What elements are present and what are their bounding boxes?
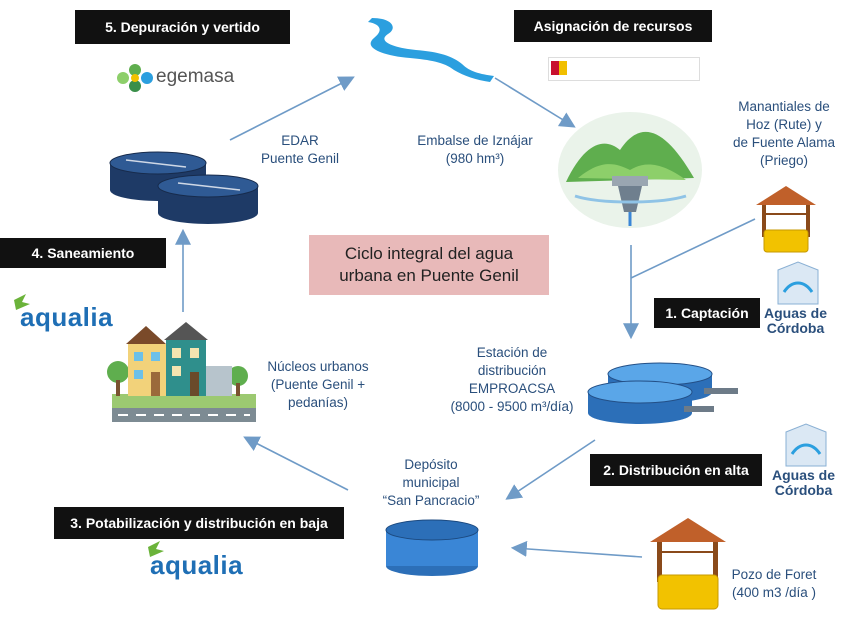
aguas-de-cordoba-emblem-icon-1 (777, 261, 819, 305)
aguas-de-cordoba-logo-text-1: Aguas de Córdoba (764, 306, 827, 336)
step-4-label: 4. Saneamiento (0, 238, 166, 268)
manantiales-label-line-4: (Priego) (759, 153, 808, 168)
edar-label-line-2: Puente Genil (260, 151, 340, 166)
embalse-label: Embalse de Iznájar (980 hm³) (400, 132, 550, 168)
arrow-estacion-to-deposito (505, 439, 596, 500)
diagram-title: Ciclo integral del agua urbana en Puente… (309, 235, 549, 295)
nucleos-label-line-2: (Puente Genil + (270, 377, 366, 392)
step-3-label: 3. Potabilización y distribución en baja (54, 507, 344, 539)
aqualia-arrow-icon-2 (148, 541, 164, 557)
arrow-river-to-embalse (494, 77, 576, 128)
resource-allocation-label: Asignación de recursos (514, 10, 712, 42)
egemasa-logo-icon (117, 64, 153, 92)
aqualia-arrow-icon-1 (14, 294, 30, 310)
nucleos-label-line-3: pedanías) (287, 395, 349, 410)
distribution-station-tanks-icon (587, 362, 738, 424)
deposito-label-line-2: municipal (402, 475, 460, 490)
aguas-line-1: Aguas de (764, 305, 828, 321)
step-5-label: 5. Depuración y vertido (75, 10, 290, 44)
nucleos-label-line-1: Núcleos urbanos (267, 359, 369, 374)
edar-label: EDAR Puente Genil (250, 132, 350, 168)
embalse-label-line-1: Embalse de Iznájar (417, 133, 533, 148)
aguas-line-2: Córdoba (766, 320, 825, 336)
arrow-pozo-to-deposito (510, 540, 643, 558)
egemasa-logo-text: egemasa (156, 66, 235, 87)
estacion-label-line-1: Estación de (476, 345, 548, 360)
step-1-label: 1. Captación (654, 298, 760, 328)
pozo-label: Pozo de Foret (400 m3 /día ) (718, 566, 830, 602)
reservoir-dam-icon (558, 112, 702, 228)
edar-tanks-icon (109, 151, 259, 224)
pozo-label-line-2: (400 m3 /día ) (731, 585, 817, 600)
title-line-1: Ciclo integral del agua (344, 244, 514, 263)
manantiales-well-icon (756, 186, 816, 253)
estacion-label-line-4: (8000 - 9500 m³/día) (450, 399, 574, 414)
manantiales-label-line-1: Manantiales de (738, 99, 830, 114)
municipal-deposit-tank-icon (385, 519, 479, 576)
line-manantiales-to-captacion (630, 218, 756, 279)
aguas-de-cordoba-logo-text-2: Aguas de Córdoba (772, 468, 835, 498)
estacion-label: Estación de distribución EMPROACSA (8000… (432, 344, 592, 416)
ministry-logo-icon (548, 57, 700, 81)
aguas-line-2b: Córdoba (774, 482, 833, 498)
estacion-label-line-3: EMPROACSA (468, 381, 556, 396)
estacion-label-line-2: distribución (477, 363, 547, 378)
aqualia-logo-text-1: aqualia (20, 302, 114, 332)
manantiales-label-line-3: de Fuente Alama (732, 135, 836, 150)
aqualia-logo-text-2: aqualia (150, 550, 244, 580)
title-line-2: urbana en Puente Genil (339, 266, 519, 285)
deposito-label: Depósito municipal “San Pancracio” (366, 456, 496, 510)
embalse-label-line-2: (980 hm³) (445, 151, 505, 166)
pozo-label-line-1: Pozo de Foret (731, 567, 817, 582)
arrow-deposito-to-nucleos (243, 436, 349, 491)
deposito-label-line-3: “San Pancracio” (382, 493, 480, 508)
aguas-de-cordoba-emblem-icon-2 (785, 423, 827, 467)
pozo-well-icon (650, 518, 726, 610)
manantiales-label-line-2: Hoz (Rute) y (746, 117, 822, 132)
river-icon (368, 18, 494, 82)
aguas-line-1b: Aguas de (772, 467, 836, 483)
step-2-label: 2. Distribución en alta (590, 454, 762, 486)
nucleos-label: Núcleos urbanos (Puente Genil + pedanías… (256, 358, 380, 412)
urban-houses-icon (107, 322, 256, 422)
manantiales-label: Manantiales de Hoz (Rute) y de Fuente Al… (722, 98, 846, 170)
arrow-edar-to-river (229, 76, 355, 141)
edar-label-line-1: EDAR (281, 133, 319, 148)
deposito-label-line-1: Depósito (404, 457, 458, 472)
